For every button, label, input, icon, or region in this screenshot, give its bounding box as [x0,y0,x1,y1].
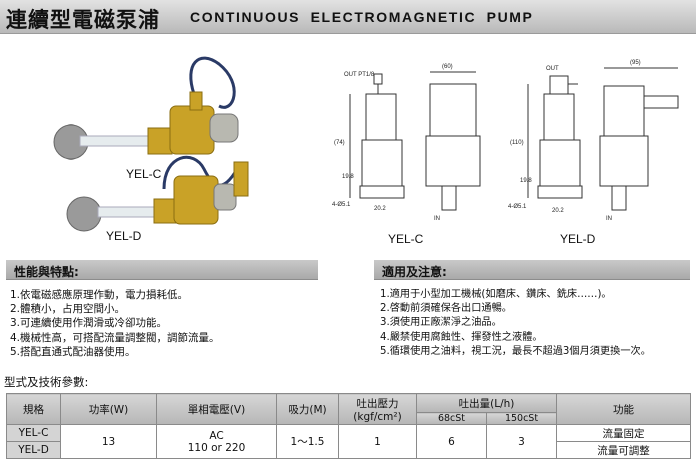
dwg-c-side-body [429,83,477,137]
cell-voltage-line1: AC [209,429,224,442]
pump-cap-c [209,113,239,143]
header-flow-68: 68cSt [416,412,487,425]
pump-cap-d [213,183,237,211]
drawing-yel-c: OUT PT1/8 (60) (74) 19.8 20.2 4-Ø5.1 IN … [330,44,500,254]
specs-title: 型式及技術參數: [4,375,89,389]
features-list: 1.依電磁感應原理作動，電力損耗低。 2.體積小，占用空間小。 3.可連續使用作… [10,288,320,359]
header-pressure-label: 吐出壓力 [356,397,399,410]
header-pressure-unit: (kgf/cm²) [353,410,402,423]
list-item: 4.機械性高，可搭配流量調整閥，調節流量。 [10,331,220,344]
page-header: 連續型電磁泵浦 CONTINUOUS ELECTROMAGNETIC PUMP [0,0,696,34]
drawing-caption-c: YEL-C [388,232,424,246]
features-title: 性能與特點: [14,265,79,279]
cell-pressure: 1 [338,424,417,459]
pump-body-c [169,105,215,155]
dwg-d-side-body [603,85,645,137]
dwg-d-in: IN [606,216,612,222]
cell-voltage-line2: 110 or 220 [187,441,246,454]
dwg-d-body [543,93,575,141]
list-item: 2.體積小，占用空間小。 [10,303,126,316]
cell-flow-68: 6 [416,424,487,459]
title-chinese: 連續型電磁泵浦 [6,8,160,32]
list-item: 5.搭配直通式配油器使用。 [10,345,136,358]
header-pressure: 吐出壓力 (kgf/cm²) [338,393,417,425]
applications-title: 適用及注意: [382,265,447,279]
header-suction: 吸力(M) [276,393,339,425]
applications-bar: 適用及注意: [374,260,690,280]
table-row-model: YEL-D [6,441,61,459]
photo-label-yel-c: YEL-C [126,167,162,181]
photo-label-yel-d: YEL-D [106,229,142,243]
technical-drawing-c: OUT PT1/8 (60) (74) 19.8 20.2 4-Ø5.1 IN [332,64,481,222]
technical-drawing-d: OUT (95) (110) 19.8 20.2 4-Ø5.1 IN [508,60,679,222]
product-photo: YEL-C YEL-D [44,44,280,254]
cell-voltage: AC 110 or 220 [156,424,277,459]
dwg-c-in: IN [434,216,440,222]
list-item: 5.循環使用之油料，視工況，最長不超過3個月須更換一次。 [380,345,651,357]
dwg-d-hole: 4-Ø5.1 [508,204,527,210]
table-row-model: YEL-C [6,424,61,442]
dwg-d-dim-a: 19.8 [520,178,532,184]
adjust-valve-d [233,161,249,197]
list-item: 4.嚴禁使用腐蝕性、揮發性之液體。 [380,331,543,343]
dwg-d-dim-b: 20.2 [552,208,564,214]
list-item: 1.依電磁感應原理作動，電力損耗低。 [10,289,189,301]
dwg-c-coil [361,139,403,187]
dwg-c-hole: 4-Ø5.1 [332,202,351,208]
specs-table: 規格 功率(W) 單相電壓(V) 吸力(M) 吐出壓力 (kgf/cm²) 吐出… [6,393,691,459]
title-english: CONTINUOUS ELECTROMAGNETIC PUMP [190,9,534,25]
dwg-c-dim-b: 20.2 [374,206,386,212]
pump-illustration: YEL-C YEL-D [53,56,249,243]
dwg-d-out: OUT [546,66,559,72]
dwg-c-height: (74) [334,140,345,146]
header-voltage: 單相電壓(V) [156,393,277,425]
dwg-c-out: OUT PT1/8 [344,72,375,78]
dwg-d-width: (95) [630,60,641,66]
list-item: 3.可連續使用作潤滑或冷卻功能。 [10,317,168,330]
drawing-yel-d: OUT (95) (110) 19.8 20.2 4-Ø5.1 IN YEL-D [506,44,690,254]
strainer-mesh-d [66,196,102,232]
pump-body-d [173,175,219,225]
outlet-c [189,91,203,111]
cable-c [189,56,236,109]
tube-c [79,135,151,147]
list-item: 2.啓動前須確保各出口通暢。 [380,303,512,315]
cell-flow-150: 3 [486,424,557,459]
table-row-function: 流量固定 [556,424,691,442]
header-power: 功率(W) [60,393,157,425]
cell-suction: 1～1.5 [276,424,339,459]
drawing-caption-d: YEL-D [560,232,596,246]
features-bar: 性能與特點: [6,260,318,280]
dwg-c-dim-a: 19.8 [342,174,354,180]
fitting-c [147,127,173,155]
tube-d [97,206,159,218]
header-flow: 吐出量(L/h) [416,393,557,413]
applications-list: 1.適用于小型加工機械(如磨床、鑽床、銑床……)。 2.啓動前須確保各出口通暢。… [380,288,692,359]
header-flow-150: 150cSt [486,412,557,425]
cell-power: 13 [60,424,157,459]
dwg-c-base [359,185,405,199]
header-model: 規格 [6,393,61,425]
cable-d [162,155,242,190]
header-function: 功能 [556,393,691,425]
table-row-function: 流量可調整 [556,441,691,459]
list-item: 1.適用于小型加工機械(如磨床、鑽床、銑床……)。 [380,289,612,300]
dwg-c-width: (60) [442,64,453,70]
dwg-c-body [365,93,397,141]
list-item: 3.須使用正廠潔淨之油品。 [380,317,502,329]
dwg-d-height: (110) [510,140,524,146]
fitting-d [153,198,177,224]
